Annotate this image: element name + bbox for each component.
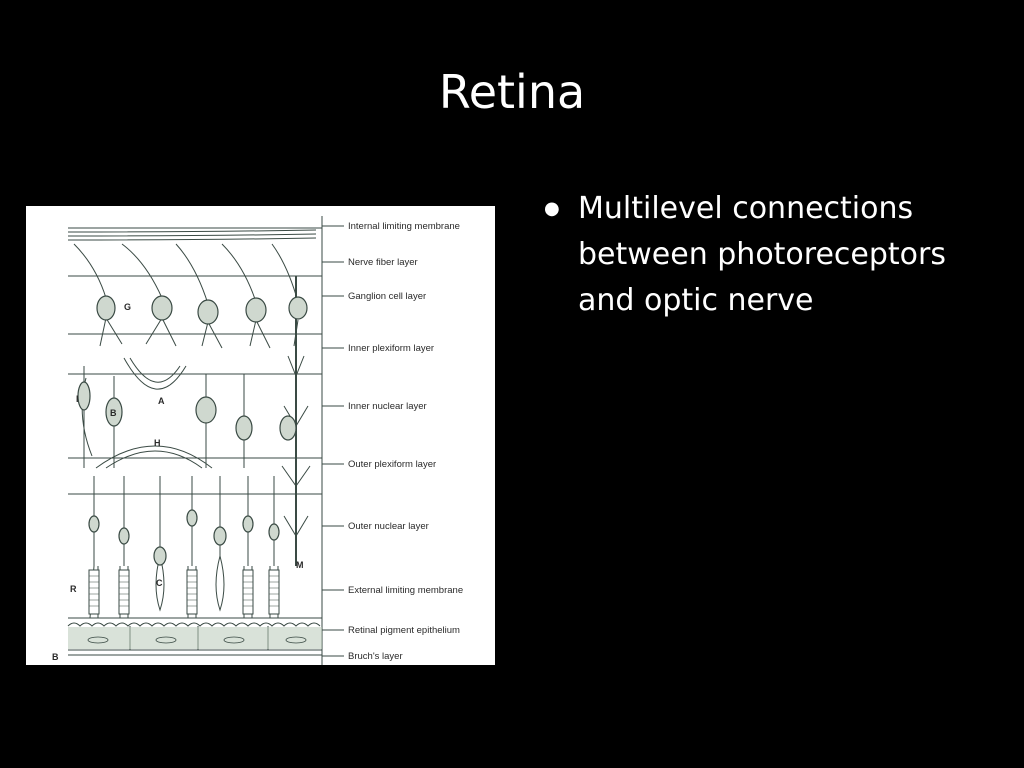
rod-disc-lines — [243, 575, 253, 607]
ganglion-cell-body — [151, 295, 173, 321]
ganglion-axon — [271, 243, 299, 303]
bipolar-cell-body — [195, 396, 217, 424]
ganglion-dendrite — [249, 319, 271, 349]
pigment-nucleus — [223, 636, 245, 644]
rod-nucleus — [242, 515, 254, 533]
amacrine-process — [123, 357, 187, 390]
ganglion-axon — [221, 243, 257, 303]
bullet-list: ● Multilevel connections between photore… — [540, 186, 980, 324]
bipolar-cell-body — [235, 415, 253, 441]
cell-letter-horizontal: H — [154, 438, 161, 448]
rod-nucleus — [88, 515, 100, 533]
layer-label: Ganglion cell layer — [348, 291, 426, 302]
cell-letter-ganglion: G — [124, 302, 131, 312]
ganglion-cell-body — [96, 295, 116, 321]
nerve-fiber — [67, 233, 317, 237]
layer-label: Outer plexiform layer — [348, 459, 436, 470]
retina-diagram: G I B A H M R C B Internal limiting memb… — [26, 206, 495, 665]
horizontal-process — [105, 450, 203, 469]
ganglion-axon — [175, 243, 209, 305]
ganglion-dendrite — [201, 321, 223, 349]
cell-letter-interplexiform: I — [76, 394, 79, 404]
bipolar-cell-body — [105, 397, 123, 427]
rod-nucleus — [268, 523, 280, 541]
cone-cell — [155, 476, 165, 612]
pigment-nucleus — [155, 636, 177, 644]
bullet-text: Multilevel connections between photorece… — [578, 191, 946, 318]
interplexiform-cell-body — [77, 381, 91, 411]
rod-nucleus — [186, 509, 198, 527]
rod-disc-lines — [187, 575, 197, 607]
nerve-fiber — [67, 229, 317, 233]
cell-letter-rod: R — [70, 584, 77, 594]
cone-nucleus — [153, 546, 167, 566]
layer-label: External limiting membrane — [348, 585, 463, 596]
cone-cell — [215, 476, 225, 612]
slide-title: Retina — [438, 65, 586, 119]
rod-disc-lines — [269, 575, 279, 607]
pigment-epithelium-edge — [67, 622, 321, 627]
retina-diagram-svg: G I B A H M R C B Internal limiting memb… — [52, 216, 463, 665]
ganglion-axon — [121, 243, 163, 299]
rod-outer-segment — [268, 569, 280, 615]
bullet-item: ● Multilevel connections between photore… — [540, 186, 980, 324]
cell-letter-cone: C — [156, 578, 163, 588]
layer-label: Outer nuclear layer — [348, 521, 429, 532]
bipolar-cell-body — [279, 415, 297, 441]
layer-label: Nerve fiber layer — [348, 257, 418, 268]
ganglion-axon — [73, 243, 107, 299]
ganglion-cell-body — [245, 297, 267, 323]
cone-nucleus — [213, 526, 227, 546]
bullet-dot-icon: ● — [544, 198, 560, 219]
cell-letter-bruch: B — [52, 652, 59, 662]
horizontal-process — [95, 445, 213, 469]
ganglion-cell-body — [288, 296, 308, 320]
rod-outer-segment — [118, 569, 130, 615]
rod-outer-segment — [186, 569, 198, 615]
ganglion-dendrite — [145, 317, 177, 347]
cell-letter-muller: M — [296, 560, 304, 570]
ganglion-cell-body — [197, 299, 219, 325]
cell-letter-bipolar: B — [110, 408, 117, 418]
pigment-nucleus — [87, 636, 109, 644]
layer-label: Retinal pigment epithelium — [348, 625, 460, 636]
ganglion-dendrite — [99, 317, 123, 347]
cell-letter-amacrine: A — [158, 396, 165, 406]
amacrine-process — [129, 357, 181, 383]
rod-disc-lines — [89, 575, 99, 607]
rod-nucleus — [118, 527, 130, 545]
layer-label: Inner nuclear layer — [348, 401, 427, 412]
rod-outer-segment — [88, 569, 100, 615]
layer-label: Inner plexiform layer — [348, 343, 434, 354]
pigment-nucleus — [285, 636, 307, 644]
pigment-epithelium-fill — [68, 627, 322, 649]
rod-disc-lines — [119, 575, 129, 607]
layer-label: Bruch's layer — [348, 651, 403, 662]
layer-label: Internal limiting membrane — [348, 221, 460, 232]
nerve-fiber — [67, 237, 317, 241]
rod-outer-segment — [242, 569, 254, 615]
